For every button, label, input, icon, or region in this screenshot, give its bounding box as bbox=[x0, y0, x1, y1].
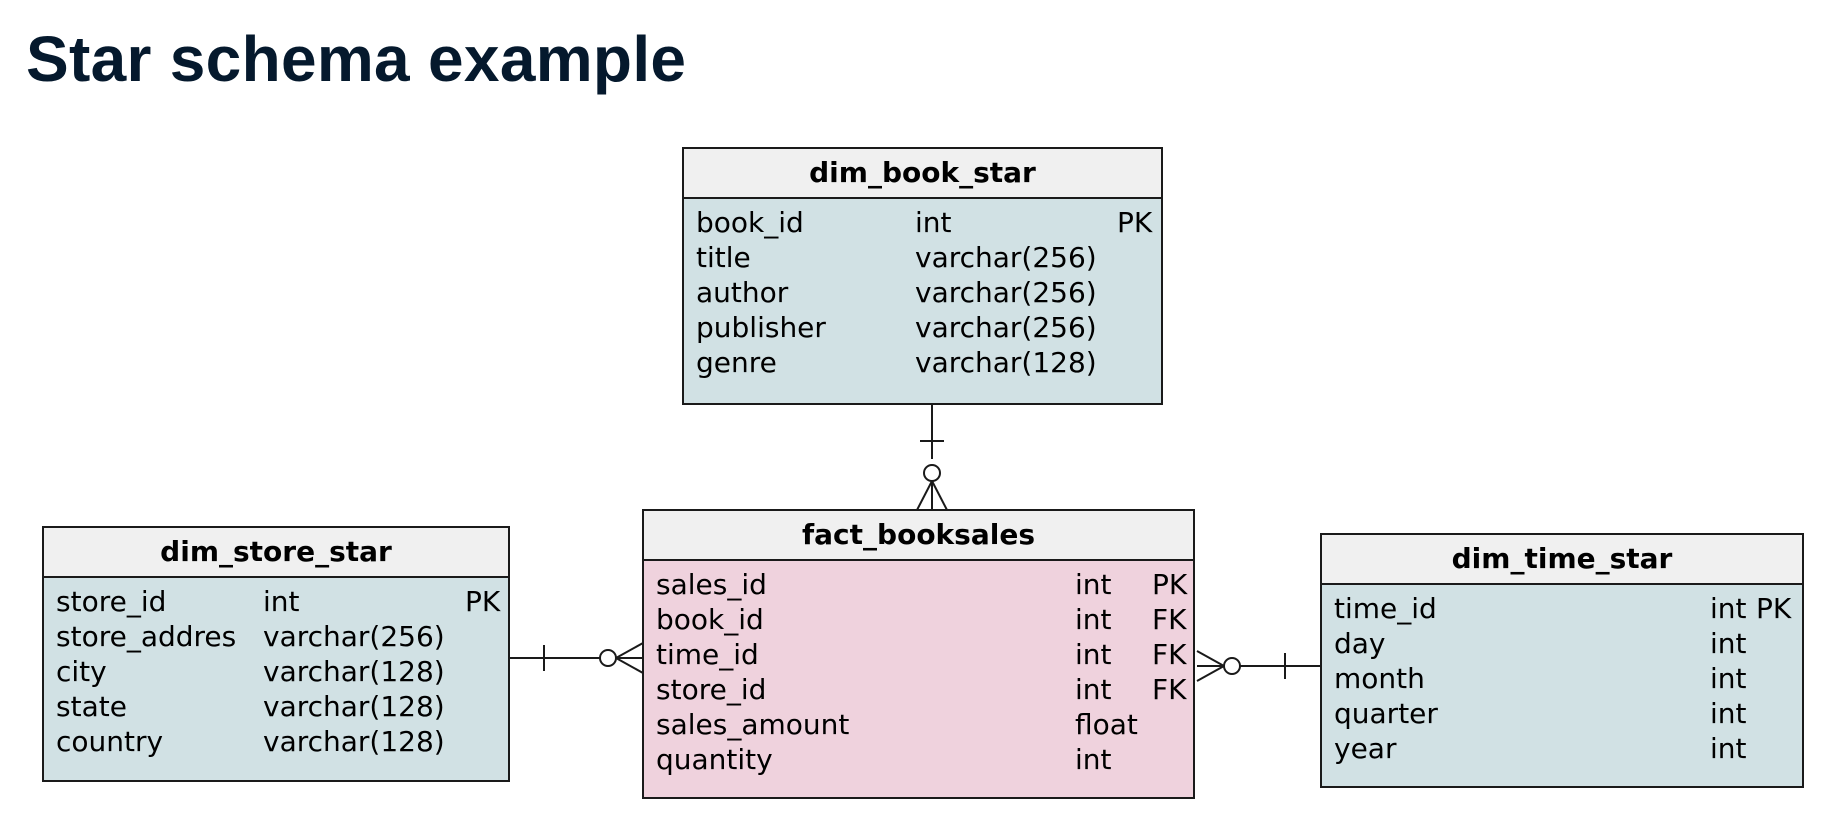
column-name: month bbox=[1334, 662, 1425, 695]
column-name: book_id bbox=[656, 603, 764, 636]
column-type: int bbox=[1075, 673, 1112, 706]
column-type: varchar(128) bbox=[263, 655, 445, 688]
column-row: store_addres varchar(256) bbox=[44, 619, 508, 654]
column-type: int bbox=[263, 585, 300, 618]
column-row: publisher varchar(256) bbox=[684, 310, 1161, 345]
column-name: quantity bbox=[656, 743, 773, 776]
column-row: store_id int FK bbox=[644, 672, 1193, 707]
column-row: month int bbox=[1322, 661, 1802, 696]
column-row: sales_amount float bbox=[644, 707, 1193, 742]
column-name: state bbox=[56, 690, 127, 723]
column-name: store_addres bbox=[56, 620, 237, 653]
entity-dim-store-star: dim_store_star store_id int PK store_add… bbox=[42, 526, 510, 782]
column-row: sales_id int PK bbox=[644, 567, 1193, 602]
column-name: city bbox=[56, 655, 107, 688]
entity-dim-book-star: dim_book_star book_id int PK title varch… bbox=[682, 147, 1163, 405]
column-row: title varchar(256) bbox=[684, 240, 1161, 275]
column-name: sales_id bbox=[656, 568, 767, 601]
column-type: float bbox=[1075, 708, 1138, 741]
column-name: time_id bbox=[1334, 592, 1437, 625]
column-type: int bbox=[1710, 662, 1747, 695]
column-type: varchar(256) bbox=[915, 276, 1097, 309]
column-type: varchar(128) bbox=[263, 725, 445, 758]
column-type: varchar(256) bbox=[263, 620, 445, 653]
column-name: sales_amount bbox=[656, 708, 850, 741]
column-row: store_id int PK bbox=[44, 584, 508, 619]
entity-body: store_id int PK store_addres varchar(256… bbox=[44, 578, 508, 780]
column-key: PK bbox=[1152, 568, 1188, 601]
entity-title: fact_booksales bbox=[644, 511, 1193, 561]
column-name: quarter bbox=[1334, 697, 1438, 730]
column-key: FK bbox=[1152, 673, 1187, 706]
column-type: int bbox=[1710, 592, 1747, 625]
relationship-book-fact bbox=[916, 403, 948, 511]
column-name: country bbox=[56, 725, 164, 758]
column-row: book_id int PK bbox=[684, 205, 1161, 240]
entity-dim-time-star: dim_time_star time_id int PK day int mon… bbox=[1320, 533, 1804, 788]
column-row: day int bbox=[1322, 626, 1802, 661]
column-row: time_id int PK bbox=[1322, 591, 1802, 626]
column-key: FK bbox=[1152, 638, 1187, 671]
column-type: int bbox=[1710, 732, 1747, 765]
column-name: genre bbox=[696, 346, 777, 379]
entity-fact-booksales: fact_booksales sales_id int PK book_id i… bbox=[642, 509, 1195, 799]
page-title: Star schema example bbox=[26, 23, 687, 95]
column-name: book_id bbox=[696, 206, 804, 239]
column-row: city varchar(128) bbox=[44, 654, 508, 689]
entity-body: sales_id int PK book_id int FK time_id i… bbox=[644, 561, 1193, 797]
column-type: int bbox=[1710, 697, 1747, 730]
entity-body: book_id int PK title varchar(256) author… bbox=[684, 199, 1161, 403]
column-row: time_id int FK bbox=[644, 637, 1193, 672]
column-name: year bbox=[1334, 732, 1397, 765]
entity-title: dim_book_star bbox=[684, 149, 1161, 199]
column-row: quarter int bbox=[1322, 696, 1802, 731]
column-name: store_id bbox=[56, 585, 167, 618]
column-row: year int bbox=[1322, 731, 1802, 766]
column-key: FK bbox=[1152, 603, 1187, 636]
column-row: state varchar(128) bbox=[44, 689, 508, 724]
column-row: genre varchar(128) bbox=[684, 345, 1161, 380]
column-type: int bbox=[1710, 627, 1747, 660]
column-key: PK bbox=[1117, 206, 1153, 239]
entity-title: dim_time_star bbox=[1322, 535, 1802, 585]
column-type: varchar(128) bbox=[915, 346, 1097, 379]
column-row: book_id int FK bbox=[644, 602, 1193, 637]
column-type: varchar(256) bbox=[915, 241, 1097, 274]
entity-title: dim_store_star bbox=[44, 528, 508, 578]
column-type: int bbox=[1075, 638, 1112, 671]
column-key: PK bbox=[1756, 592, 1792, 625]
column-name: day bbox=[1334, 627, 1386, 660]
column-type: int bbox=[1075, 568, 1112, 601]
column-name: author bbox=[696, 276, 789, 309]
relationship-store-fact bbox=[508, 642, 644, 674]
column-key: PK bbox=[465, 585, 501, 618]
column-type: varchar(256) bbox=[915, 311, 1097, 344]
column-name: title bbox=[696, 241, 751, 274]
entity-body: time_id int PK day int month int quarter… bbox=[1322, 585, 1802, 786]
column-name: store_id bbox=[656, 673, 767, 706]
column-row: author varchar(256) bbox=[684, 275, 1161, 310]
column-type: int bbox=[915, 206, 952, 239]
column-type: varchar(128) bbox=[263, 690, 445, 723]
relationship-time-fact bbox=[1196, 650, 1321, 682]
column-name: publisher bbox=[696, 311, 826, 344]
column-row: country varchar(128) bbox=[44, 724, 508, 759]
column-type: int bbox=[1075, 603, 1112, 636]
column-row: quantity int bbox=[644, 742, 1193, 777]
column-type: int bbox=[1075, 743, 1112, 776]
column-name: time_id bbox=[656, 638, 759, 671]
